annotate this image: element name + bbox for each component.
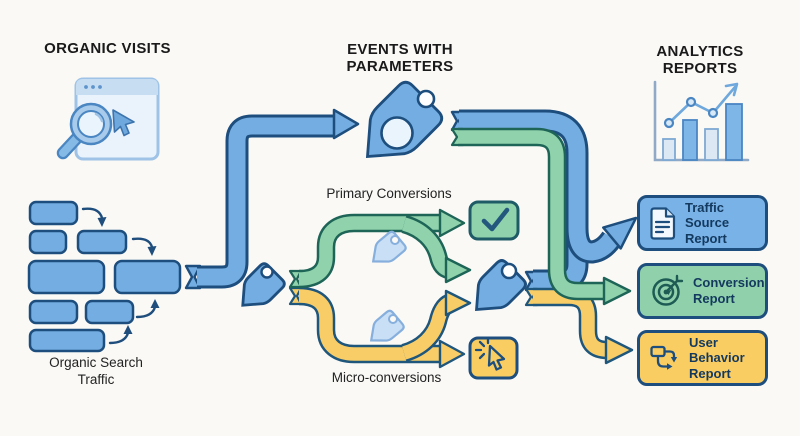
label-organic-search-traffic: Organic Search Traffic (49, 355, 143, 387)
click-cursor-box (468, 336, 519, 380)
card-label: User Behavior Report (689, 334, 745, 381)
tag-icon (365, 80, 444, 159)
heading-events-with-parameters: EVENTS WITH PARAMETERS (346, 41, 454, 75)
blue-arrowhead-to-traffic-report (602, 216, 638, 250)
browser-search-icon (56, 77, 160, 161)
card-conversion-report: Conversion Report (637, 263, 768, 319)
heading-organic-visits: ORGANIC VISITS (44, 40, 171, 57)
blue-arrowhead-to-big-tag (332, 108, 360, 140)
faded-tag-icon (364, 309, 406, 349)
checkmark-box (468, 200, 520, 241)
card-label: Conversion Report (693, 275, 765, 306)
flow-icon (650, 344, 680, 372)
card-label: Traffic Source Report (685, 199, 730, 246)
click-cursor-icon (474, 336, 506, 371)
yellow-arrowhead-to-mid-tag (444, 289, 472, 317)
document-icon (650, 206, 676, 240)
block-connector-arrowheads (97, 217, 160, 334)
faded-tag-icon (366, 230, 408, 270)
green-arrowhead-to-conversion-report (602, 276, 632, 306)
block-connector-arrows (81, 207, 157, 345)
label-primary-conversions: Primary Conversions (326, 186, 452, 201)
yellow-arrowhead-to-cursor-box (438, 339, 466, 369)
organic-traffic-blocks (27, 200, 182, 353)
card-user-behavior-report: User Behavior Report (637, 330, 768, 386)
label-micro-conversions: Micro-conversions (331, 370, 442, 385)
card-traffic-source-report: Traffic Source Report (637, 195, 768, 251)
tag-icon (232, 262, 287, 317)
bar-chart-trend-icon (653, 80, 750, 162)
green-arrowhead-to-check-box (438, 208, 466, 238)
heading-analytics-reports: ANALYTICS REPORTS (656, 43, 744, 77)
cursor-arrow-icon (112, 109, 135, 137)
green-arrowhead-to-mid-tag (444, 256, 472, 284)
yellow-arrowhead-to-behavior-report (604, 335, 634, 365)
target-icon (650, 274, 684, 308)
tag-icon (463, 258, 527, 322)
checkmark-icon (481, 207, 510, 232)
